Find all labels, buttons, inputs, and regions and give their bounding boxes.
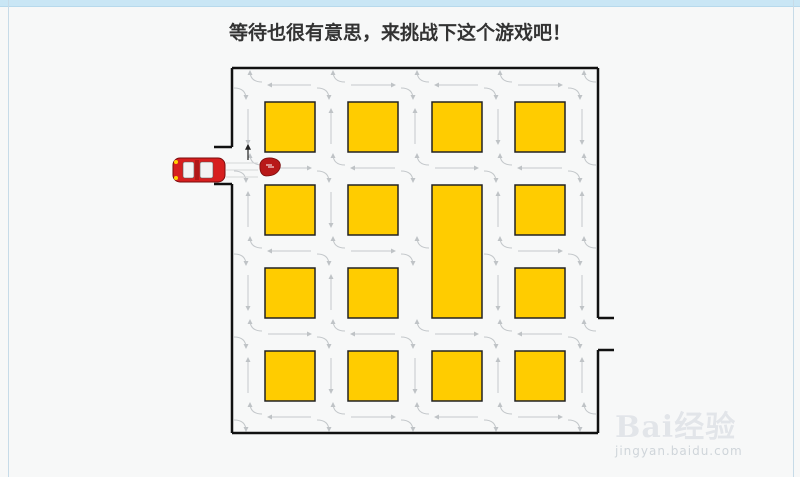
yellow-block xyxy=(347,101,399,153)
yellow-block xyxy=(264,184,316,236)
turn-arrow xyxy=(233,336,249,349)
red-car[interactable] xyxy=(172,157,281,183)
turn-arrow xyxy=(400,419,416,432)
turn-arrow xyxy=(233,170,249,183)
watermark-brand: Bai经验 xyxy=(615,410,737,445)
turn-arrow xyxy=(316,87,332,100)
turn-arrow xyxy=(497,236,513,249)
turn-arrow xyxy=(316,336,332,349)
turn-arrow xyxy=(316,170,332,183)
yellow-block xyxy=(431,101,483,153)
yellow-block xyxy=(264,101,316,153)
turn-arrow xyxy=(233,419,249,432)
turn-arrow xyxy=(581,153,597,166)
car-rear-window xyxy=(182,161,195,179)
yellow-block xyxy=(514,184,566,236)
car-light xyxy=(174,176,178,180)
turn-arrow xyxy=(567,336,583,349)
turn-arrow xyxy=(233,253,249,266)
turn-arrow xyxy=(414,236,430,249)
yellow-block-tall xyxy=(431,184,483,319)
yellow-block xyxy=(514,101,566,153)
building-blocks xyxy=(264,101,566,402)
watermark-url: jingyan.baidu.com xyxy=(615,444,743,458)
turn-arrow xyxy=(414,70,430,83)
turn-arrow xyxy=(567,419,583,432)
page-title: 等待也很有意思，来挑战下这个游戏吧！ xyxy=(228,22,571,44)
turn-arrow xyxy=(247,319,263,332)
left-border xyxy=(8,0,9,477)
turn-arrow xyxy=(483,253,499,266)
maze-walls xyxy=(214,66,614,435)
turn-arrow xyxy=(414,402,430,415)
turn-arrow xyxy=(400,170,416,183)
turn-arrow xyxy=(414,319,430,332)
turn-arrow xyxy=(497,402,513,415)
yellow-block xyxy=(264,350,316,402)
car-light xyxy=(174,160,178,164)
turn-arrow xyxy=(400,336,416,349)
turn-arrow xyxy=(233,87,249,100)
yellow-block xyxy=(347,350,399,402)
car-front-window xyxy=(199,161,214,179)
turn-arrow xyxy=(483,336,499,349)
turn-arrow xyxy=(497,70,513,83)
turn-arrow xyxy=(330,236,346,249)
turn-arrow xyxy=(330,319,346,332)
turn-arrow xyxy=(330,153,346,166)
yellow-block xyxy=(514,267,566,319)
yellow-block xyxy=(347,267,399,319)
turn-arrow xyxy=(567,87,583,100)
yellow-block xyxy=(264,267,316,319)
turn-arrow xyxy=(316,419,332,432)
turn-arrow xyxy=(247,402,263,415)
turn-arrow xyxy=(247,70,263,83)
turn-arrow xyxy=(581,70,597,83)
turn-arrow xyxy=(567,253,583,266)
turn-arrow xyxy=(581,236,597,249)
turn-arrow xyxy=(581,319,597,332)
turn-arrow xyxy=(400,87,416,100)
turn-arrow xyxy=(330,402,346,415)
baidu-watermark: Bai经验 jingyan.baidu.com xyxy=(615,402,800,477)
turn-arrow xyxy=(400,253,416,266)
turn-arrow xyxy=(581,402,597,415)
turn-arrow xyxy=(483,87,499,100)
turn-arrow xyxy=(483,419,499,432)
turn-arrow xyxy=(414,153,430,166)
top-strip xyxy=(0,0,800,7)
turn-arrow xyxy=(497,153,513,166)
turn-arrow xyxy=(497,319,513,332)
car-roof xyxy=(195,160,199,180)
right-border xyxy=(793,0,794,477)
turn-arrow xyxy=(330,70,346,83)
red-marker-detail xyxy=(266,164,274,168)
yellow-block xyxy=(514,350,566,402)
turn-arrow xyxy=(483,170,499,183)
turn-arrow xyxy=(316,253,332,266)
yellow-block xyxy=(347,184,399,236)
yellow-block xyxy=(431,350,483,402)
turn-arrow xyxy=(247,236,263,249)
turn-arrow xyxy=(567,170,583,183)
